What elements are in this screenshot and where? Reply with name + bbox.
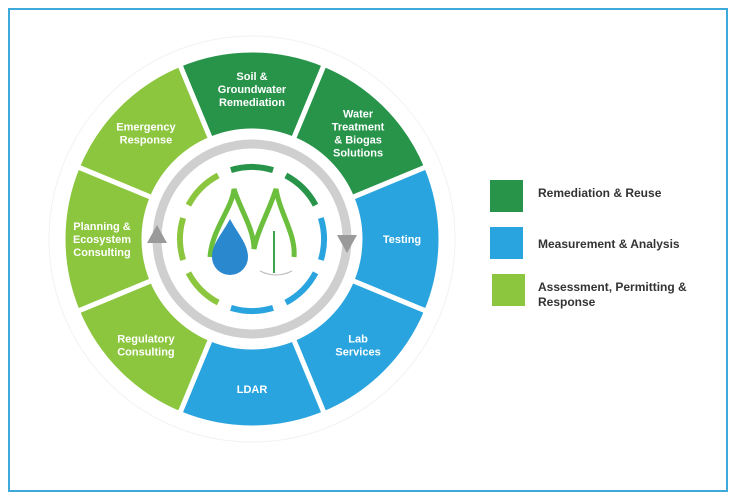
legend-swatch [490,180,523,212]
wheel-segment [74,61,214,201]
wheel-segment-label: LDAR [237,384,268,396]
inner-ring-dash [230,164,274,174]
inner-ring-dash [177,217,187,261]
logo-icon [207,188,297,276]
arrow-down-icon [337,235,357,253]
inner-ring-dash [185,172,220,207]
legend-label: Measurement & Analysis [538,237,680,251]
inner-ring-dash [317,217,327,261]
legend-swatch [492,274,525,306]
outer-halo [48,35,456,443]
legend-swatch [490,227,523,259]
legend-label: Remediation & Reuse [538,186,662,200]
wheel-segment-label: Testing [383,234,421,246]
legend-label: Assessment, Permitting & Response [538,280,687,309]
inner-ring-dash [230,304,274,314]
arrow-up-icon [147,225,167,243]
inner-ring-dash [185,271,220,306]
inner-ring-dash [284,172,319,207]
inner-ring-dash [284,271,319,306]
